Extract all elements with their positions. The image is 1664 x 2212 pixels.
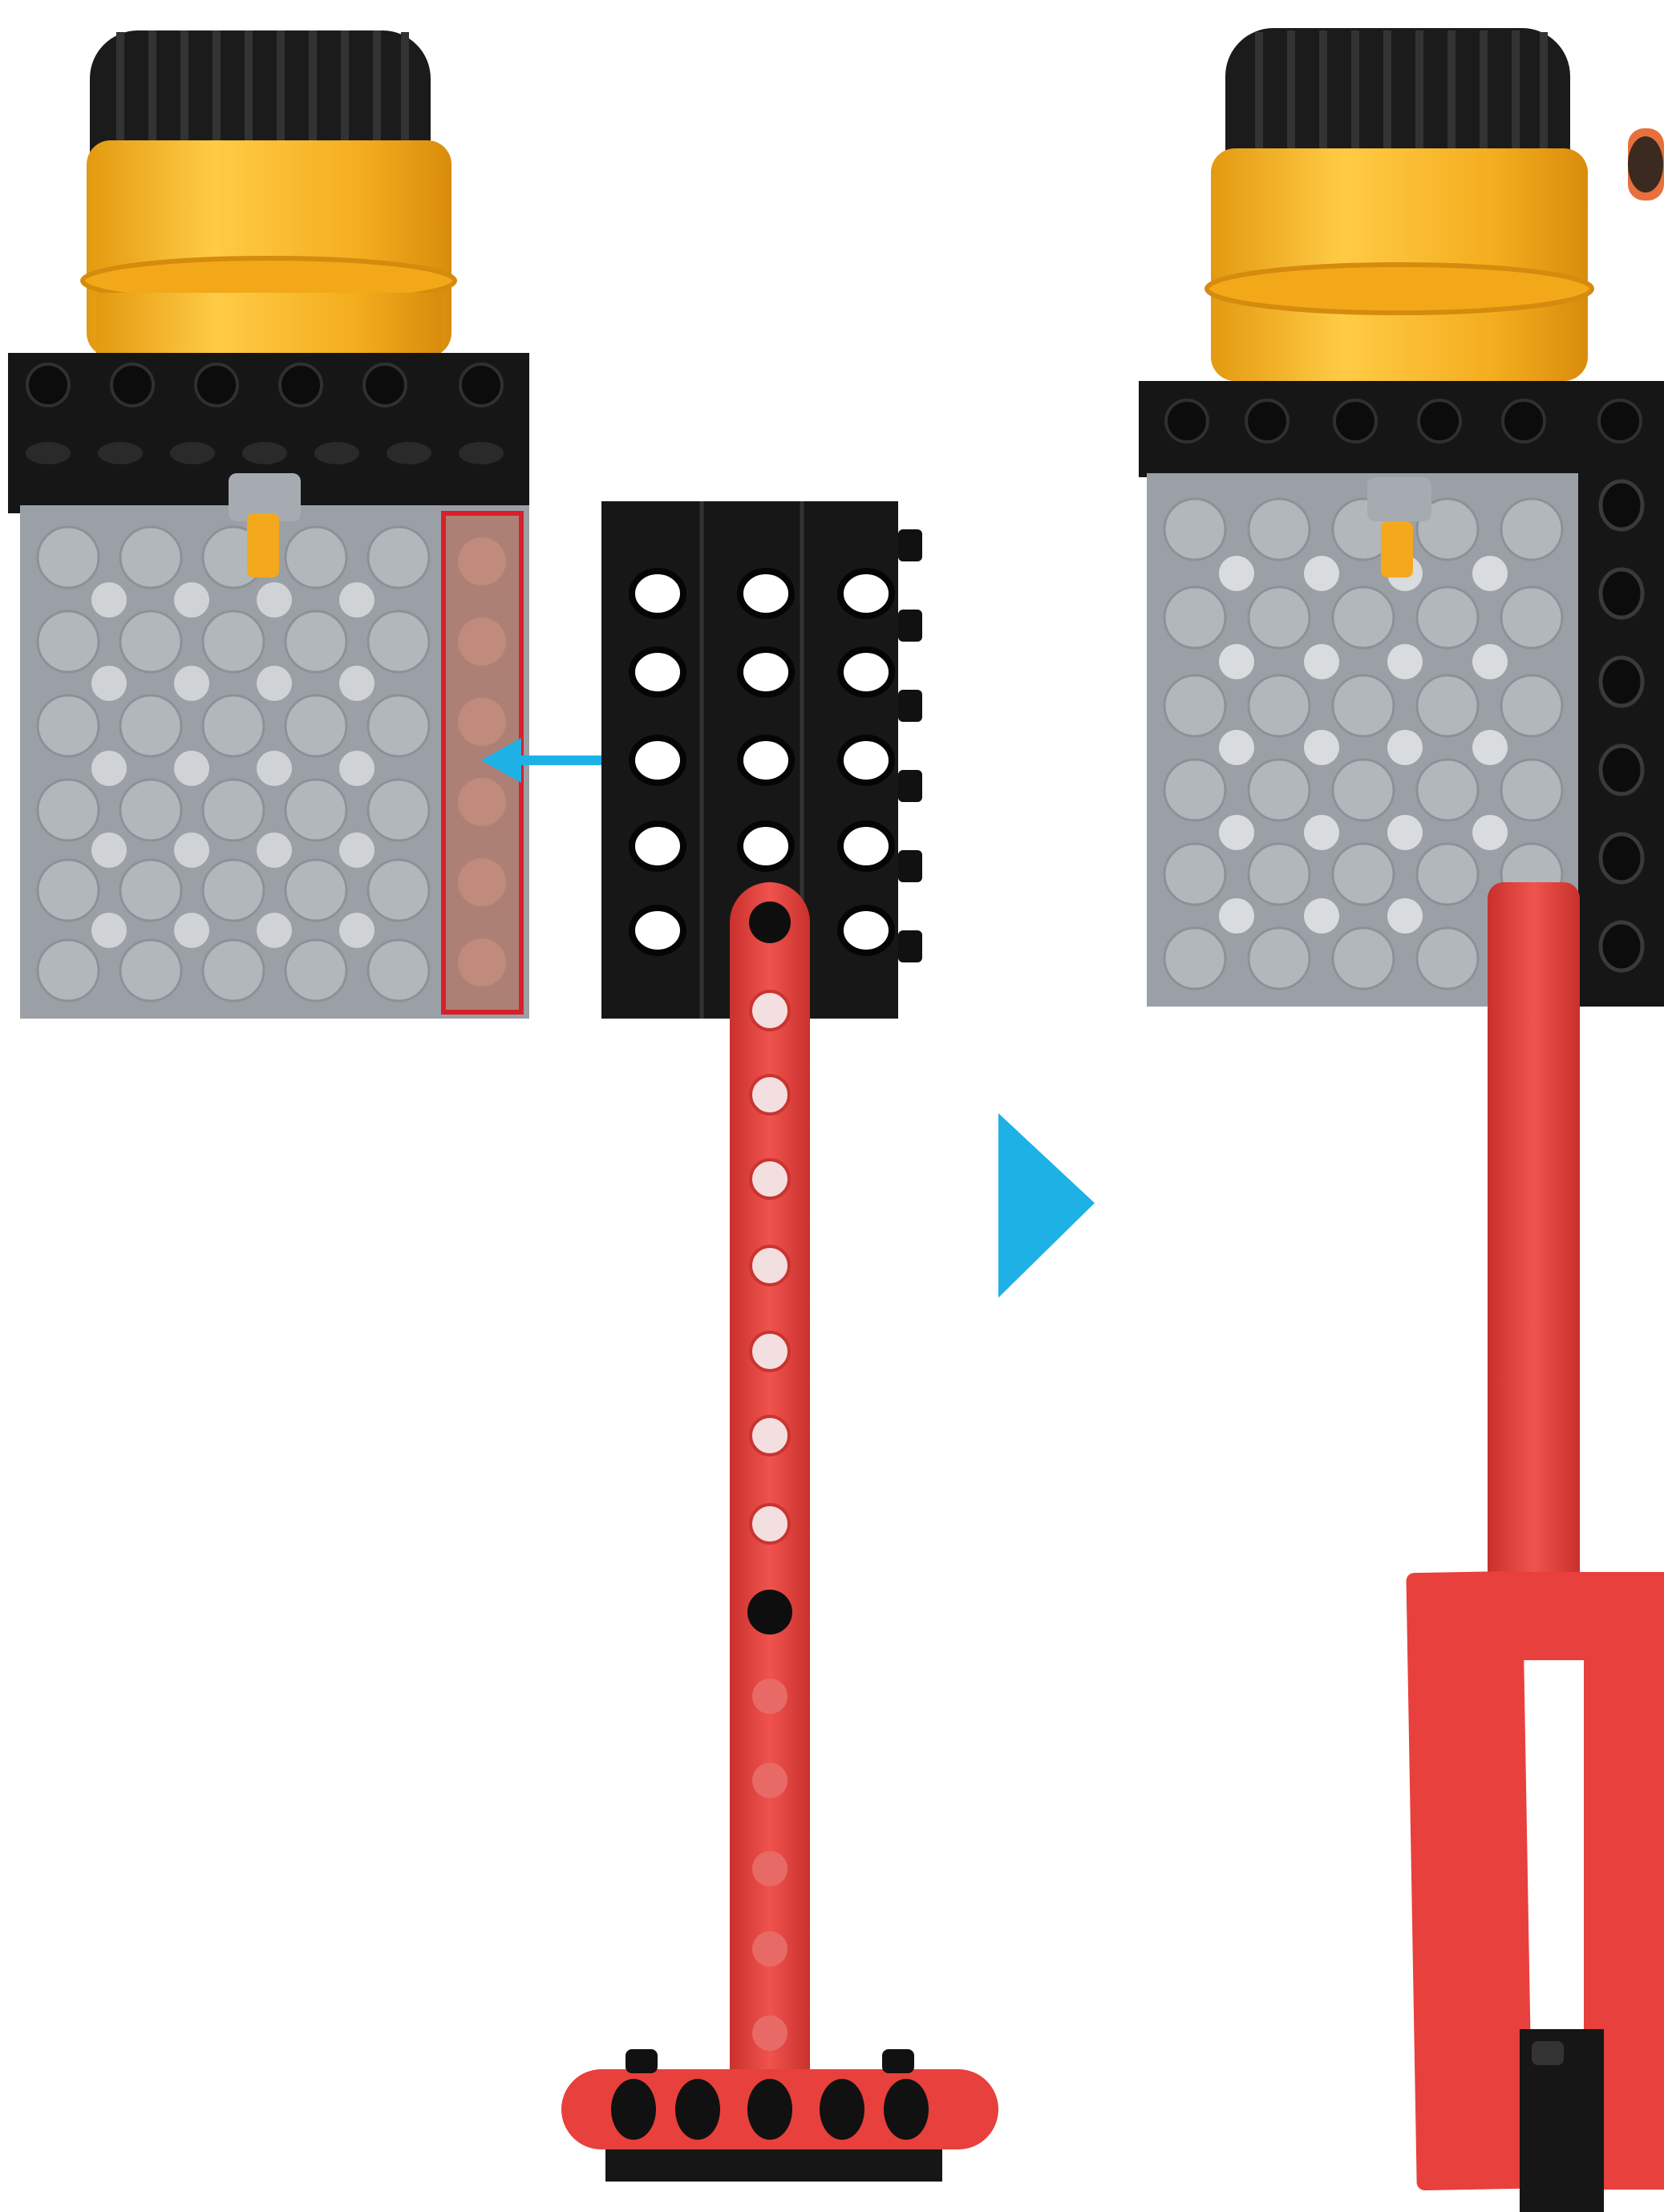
yellow-hub [83,140,455,361]
right-assembly [1139,28,1664,2212]
red-liftarm-beam [1406,882,1664,2212]
black-top-brick [1139,381,1664,477]
attached-side-brick [1578,473,1664,1007]
red-liftarm-beam [730,882,810,2165]
small-gear-part [1628,128,1664,201]
yellow-hub [1207,148,1592,381]
left-assembly [8,30,998,2182]
play-triangle-icon [998,1113,1095,1298]
